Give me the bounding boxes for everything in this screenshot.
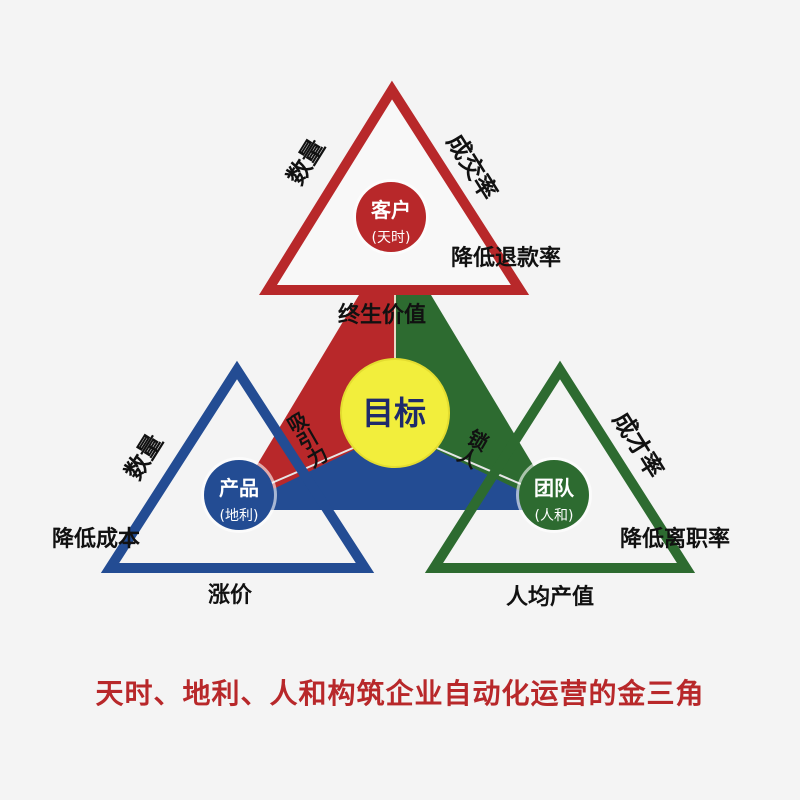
team-output-label: 人均产值 [506,585,595,610]
customer-title: 客户 [371,198,411,222]
product-triangle [100,360,375,573]
product-price-label: 涨价 [208,583,253,608]
customer-node: 客户 (天时) [356,182,426,252]
product-title: 产品 [219,476,259,500]
team-turnover-label: 降低离职率 [620,527,731,552]
team-title: 团队 [534,476,574,500]
goal-circle [340,358,450,468]
product-cost-label: 降低成本 [52,527,141,552]
team-subtitle: (人和) [534,508,574,524]
customer-subtitle: (天时) [371,230,411,246]
caption: 天时、地利、人和构筑企业自动化运营的金三角 [95,677,705,710]
team-triangle [424,360,696,573]
goal-label: 目标 [362,394,427,432]
team-node: 团队 (人和) [519,460,589,530]
customer-refund-label: 降低退款率 [451,246,562,271]
lifetime-value-label: 终生价值 [338,303,427,328]
product-node: 产品 (地利) [204,460,274,530]
product-subtitle: (地利) [219,508,259,524]
